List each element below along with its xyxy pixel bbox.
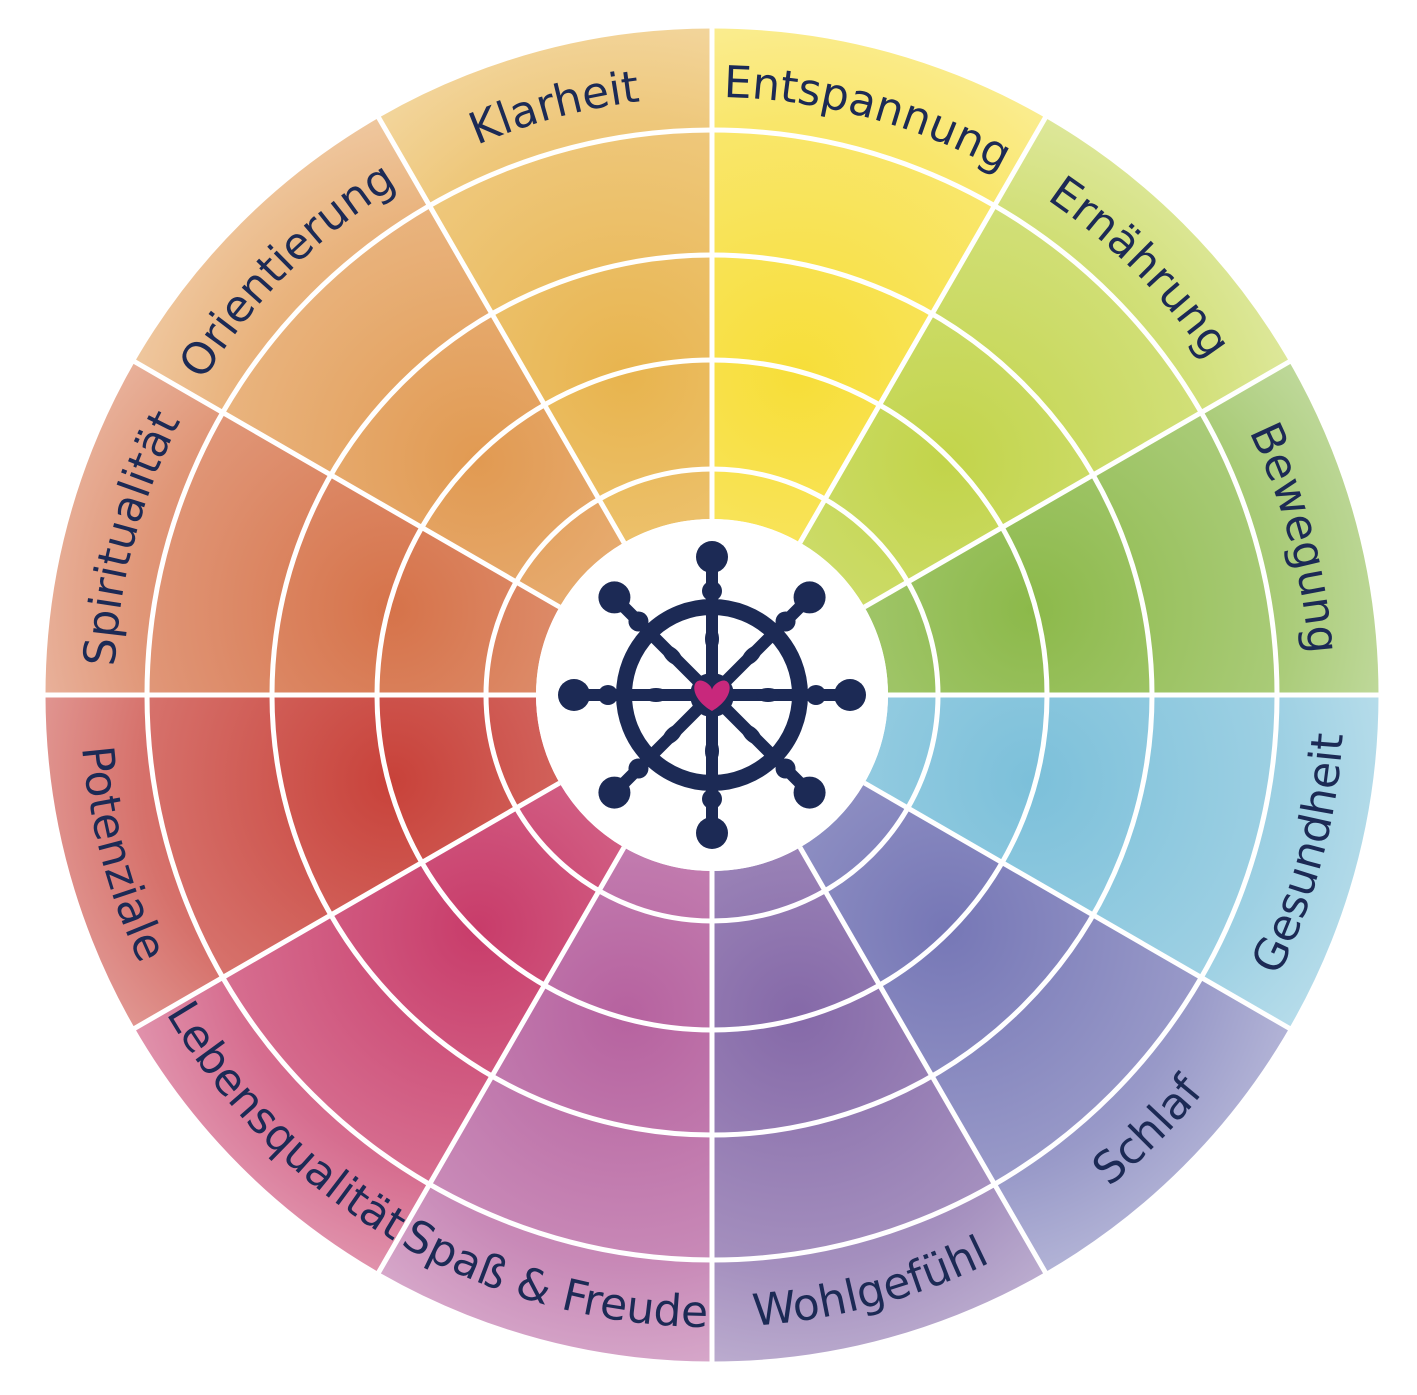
segment-bewegung	[864, 361, 1380, 695]
spoke	[375, 846, 627, 1275]
segment-gesundheit	[864, 695, 1380, 1029]
segment-spaß-freude	[378, 847, 712, 1363]
ship-wheel-icon	[558, 541, 866, 849]
segment-schlaf	[800, 783, 1291, 1274]
spoke	[132, 780, 561, 1032]
heart-icon	[694, 680, 730, 711]
segment-potenziale	[44, 695, 560, 1029]
segment-lebensqualität	[133, 783, 624, 1274]
segment-entspannung	[712, 27, 1046, 543]
segment-wohlgefühl	[712, 847, 1046, 1363]
spoke	[375, 115, 627, 544]
spoke	[797, 115, 1049, 544]
spoke	[863, 780, 1292, 1032]
spoke	[132, 358, 561, 610]
segment-spiritualität	[44, 361, 560, 695]
segment-orientierung	[133, 116, 624, 608]
spoke	[863, 358, 1292, 610]
segment-klarheit	[378, 27, 712, 543]
spoke	[797, 846, 1049, 1275]
segment-ernährung	[800, 116, 1291, 608]
